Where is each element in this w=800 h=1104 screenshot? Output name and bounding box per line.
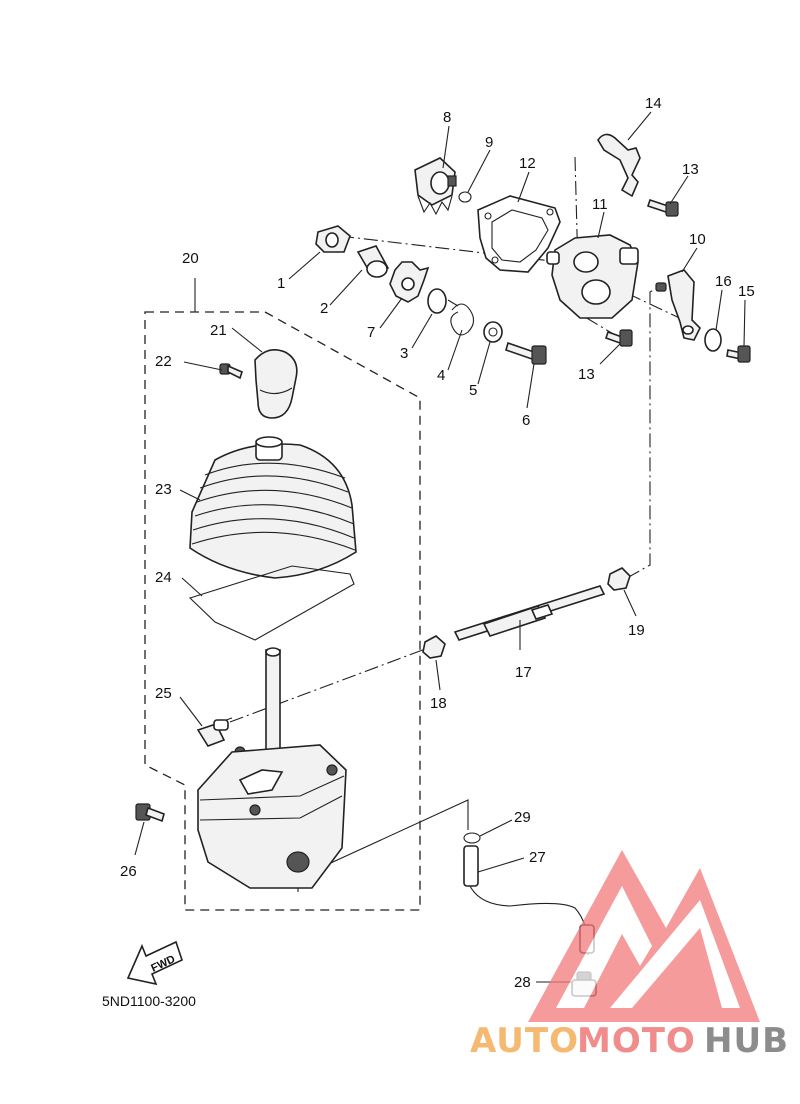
part-3-washer bbox=[427, 288, 447, 314]
part-12-gasket bbox=[477, 195, 561, 273]
fwd-direction-arrow: FWD bbox=[126, 940, 183, 986]
callout-2: 2 bbox=[320, 300, 328, 317]
callout-3: 3 bbox=[400, 345, 408, 362]
callout-5: 5 bbox=[469, 382, 477, 399]
callout-28: 28 bbox=[514, 974, 531, 991]
guide-line-1-to-12 bbox=[339, 235, 561, 263]
guide-line-shaft-to-18 bbox=[229, 647, 429, 723]
part-14-bracket bbox=[597, 133, 641, 198]
part-26-bolt bbox=[135, 803, 165, 823]
watermark-moto: MOTO bbox=[577, 1021, 696, 1061]
callout-12: 12 bbox=[519, 155, 536, 172]
part-8-sensor-gear bbox=[414, 157, 457, 216]
part-21-knob bbox=[254, 349, 298, 419]
shift-shaft bbox=[265, 647, 281, 751]
callout-16: 16 bbox=[715, 273, 732, 290]
part-19-nut bbox=[607, 567, 631, 591]
part-5-washer-hole bbox=[488, 327, 498, 337]
callout-19: 19 bbox=[628, 622, 645, 639]
watermark-hub: HUB bbox=[704, 1021, 789, 1061]
callout-9: 9 bbox=[485, 134, 493, 151]
part-6-bolt bbox=[505, 341, 547, 365]
gearbox-housing bbox=[197, 744, 347, 889]
part-2-bushing bbox=[356, 245, 390, 278]
part-17-rod bbox=[453, 585, 606, 641]
part-7-gear bbox=[389, 261, 430, 303]
part-25-connector bbox=[196, 719, 246, 758]
callout-13-upper: 13 bbox=[682, 161, 699, 178]
guide-line-19-to-10 bbox=[626, 285, 661, 579]
part-16-washer bbox=[704, 328, 722, 352]
callout-18: 18 bbox=[430, 695, 447, 712]
callout-7: 7 bbox=[367, 324, 375, 341]
callout-6: 6 bbox=[522, 412, 530, 429]
part-1-cam bbox=[315, 225, 351, 253]
callout-21: 21 bbox=[210, 322, 227, 339]
callout-22: 22 bbox=[155, 353, 172, 370]
callout-29: 29 bbox=[514, 809, 531, 826]
callout-27: 27 bbox=[529, 849, 546, 866]
part-13-bolt-upper bbox=[646, 198, 679, 217]
part-24-seal-ring bbox=[188, 565, 355, 641]
part-9-o-ring bbox=[458, 191, 472, 203]
part-18-nut bbox=[422, 635, 446, 659]
drawing-code: 5ND1100-3200 bbox=[102, 993, 196, 1009]
callout-20: 20 bbox=[182, 250, 199, 267]
assembly-outline-20 bbox=[144, 311, 421, 911]
part-11-housing bbox=[546, 234, 639, 319]
watermark-logo-icon bbox=[528, 850, 760, 1022]
callouts: 1 2 3 4 5 6 7 8 9 10 11 12 13 13 14 15 1… bbox=[120, 95, 755, 991]
callout-8: 8 bbox=[443, 109, 451, 126]
callout-24: 24 bbox=[155, 569, 172, 586]
part-10-lever bbox=[655, 269, 701, 341]
part-13-bolt-lower bbox=[604, 329, 633, 347]
callout-14: 14 bbox=[645, 95, 662, 112]
part-29-clip bbox=[463, 832, 481, 844]
callout-1: 1 bbox=[277, 275, 285, 292]
callout-11: 11 bbox=[592, 196, 608, 213]
callout-4: 4 bbox=[437, 367, 445, 384]
callout-17: 17 bbox=[515, 664, 532, 681]
callout-10: 10 bbox=[689, 231, 706, 248]
part-5-washer bbox=[483, 321, 503, 343]
callout-25: 25 bbox=[155, 685, 172, 702]
part-23-boot bbox=[189, 436, 357, 579]
callout-13-lower: 13 bbox=[578, 366, 595, 383]
callout-26: 26 bbox=[120, 863, 137, 880]
watermark-auto: AUTO bbox=[470, 1021, 579, 1061]
guide-line-14-to-11 bbox=[574, 156, 691, 324]
part-22-screw bbox=[219, 363, 243, 380]
part-4-spring bbox=[447, 299, 475, 336]
callout-23: 23 bbox=[155, 481, 172, 498]
watermark-text: AUTO MOTO HUB bbox=[470, 1021, 789, 1061]
callout-15: 15 bbox=[738, 283, 755, 300]
part-15-bolt bbox=[726, 345, 751, 363]
